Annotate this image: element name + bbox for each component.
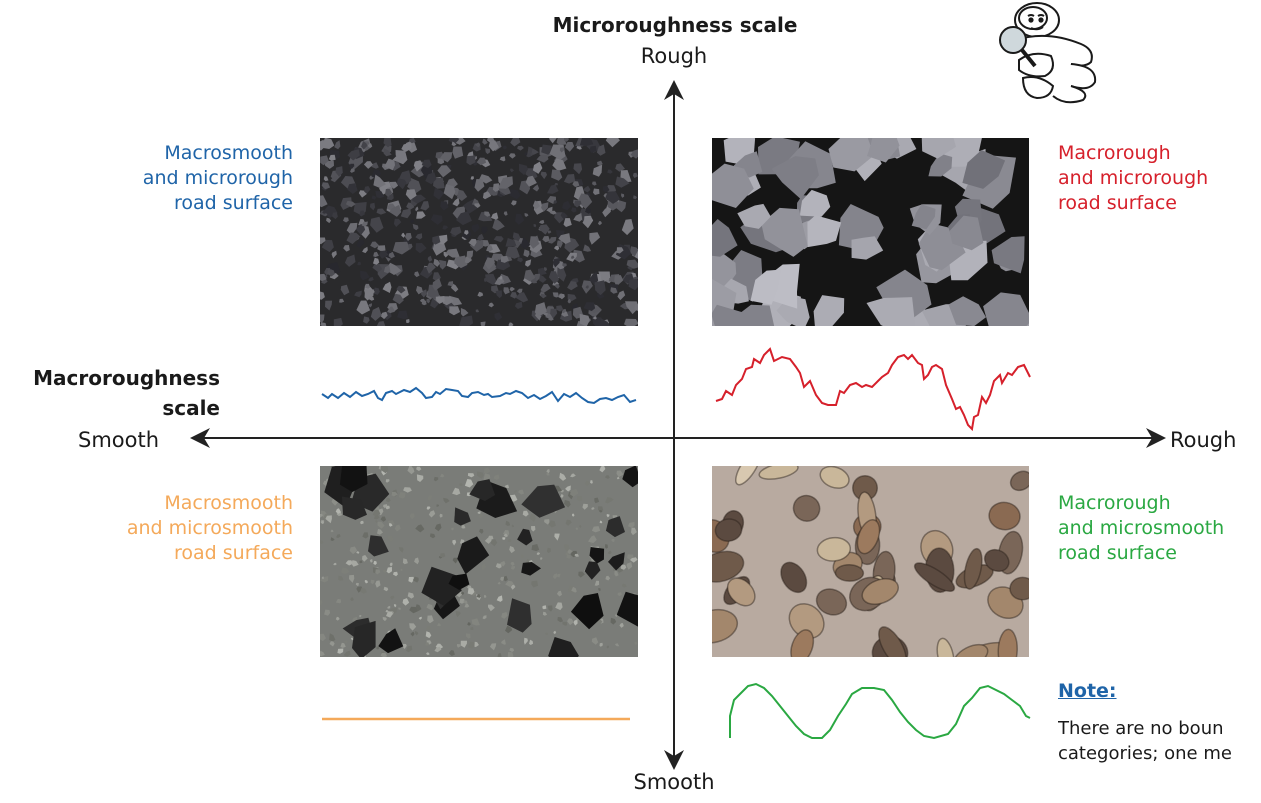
quadrant-label-macrorough-microsmooth: Macrorough and microsmooth road surface — [1058, 492, 1225, 564]
note-text: There are no boun categories; one me — [1058, 718, 1232, 764]
quadrant-label-macrosmooth-microrough: Macrosmooth and microrough road surface — [142, 142, 293, 214]
photo-macrosmooth-microrough — [320, 138, 638, 326]
horizontal-axis-title-line2: scale — [162, 396, 220, 420]
vertical-axis-bottom-label: Smooth — [633, 770, 715, 794]
profile-macrosmooth-microrough — [321, 386, 637, 405]
photo-macrosmooth-microsmooth — [320, 466, 638, 657]
profile-macrorough-microsmooth — [729, 682, 1031, 740]
photo-macrorough-microrough — [712, 138, 1029, 326]
quadrant-label-macrorough-microrough: Macrorough and microrough road surface — [1058, 142, 1209, 214]
photo-macrorough-microsmooth — [712, 466, 1029, 657]
vertical-axis-title: Microroughness scale — [552, 13, 798, 37]
horizontal-axis-title-line1: Macroroughness — [33, 366, 220, 390]
profile-macrorough-microrough — [715, 347, 1031, 432]
vertical-axis-top-label: Rough — [640, 44, 708, 68]
quadrant-label-macrosmooth-microsmooth: Macrosmooth and microsmooth road surface — [126, 492, 293, 564]
profile-macrosmooth-microsmooth — [322, 717, 630, 721]
horizontal-axis-right-label: Rough — [1170, 428, 1237, 452]
michelin-man-magnifier-icon — [999, 2, 1097, 104]
note-title: Note: — [1058, 680, 1117, 702]
horizontal-axis-left-label: Smooth — [78, 428, 160, 452]
